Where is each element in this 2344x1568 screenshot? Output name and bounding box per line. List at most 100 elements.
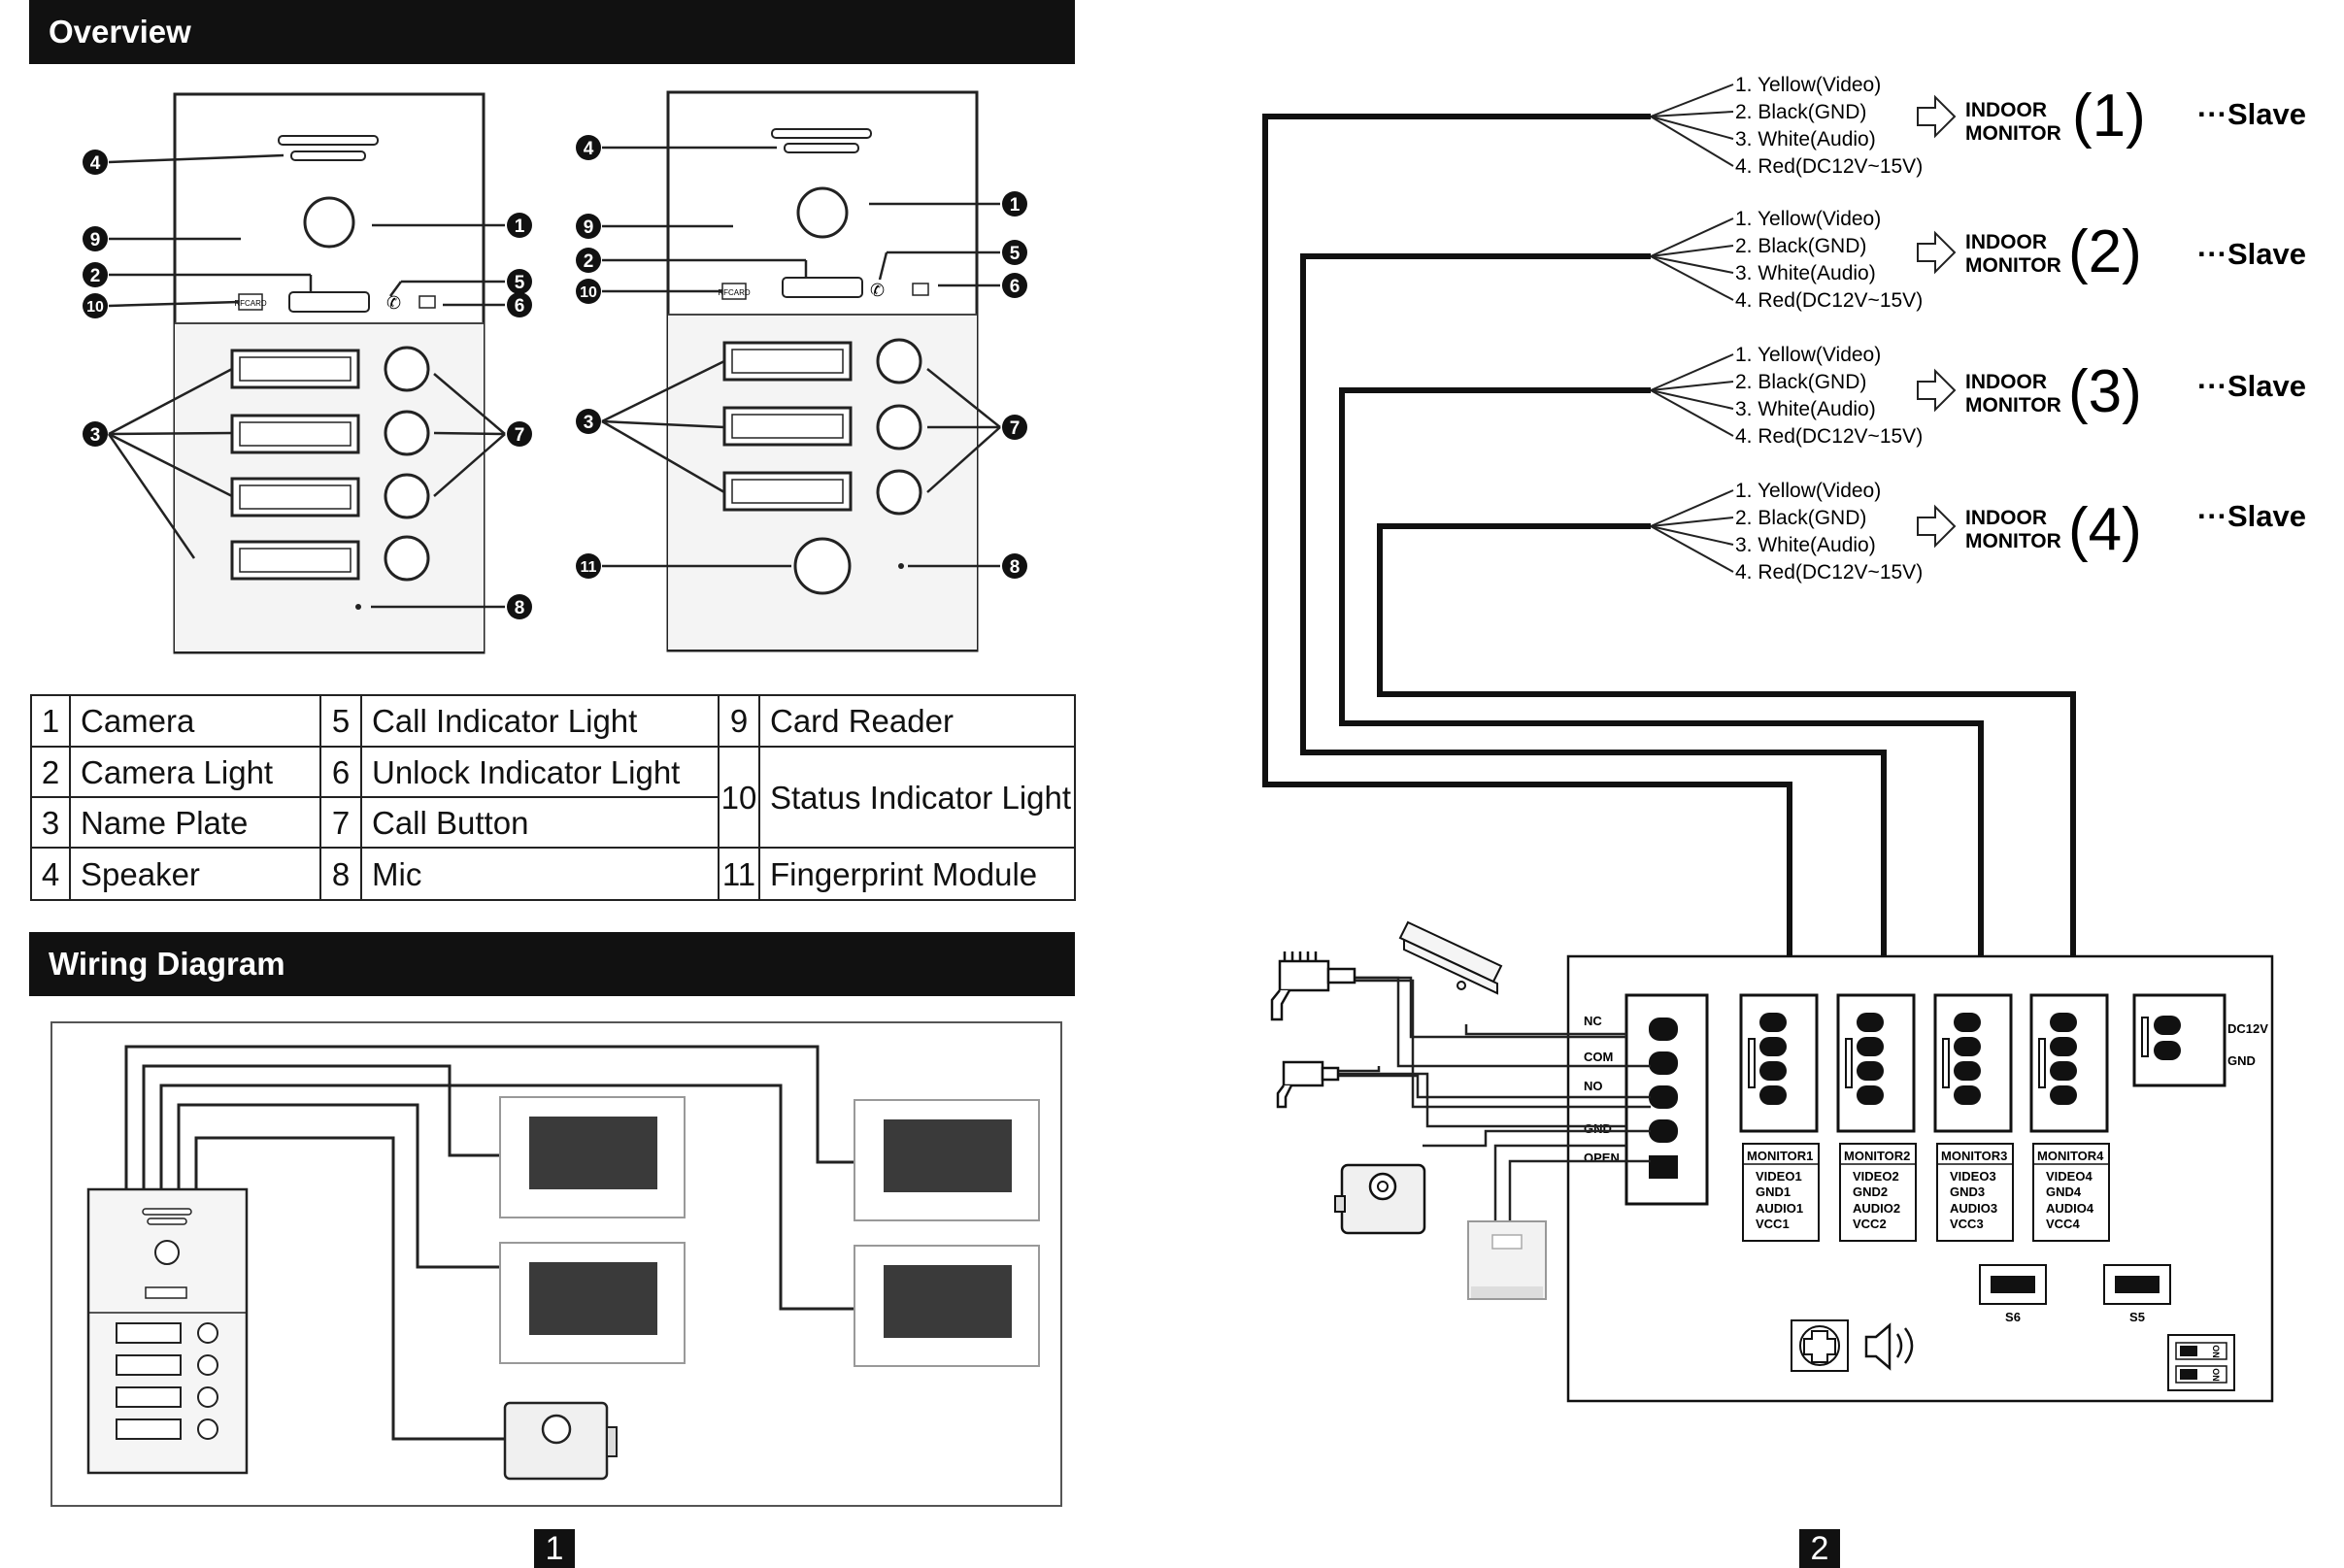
legend-number: 2 [30,746,71,798]
svg-text:VCC1: VCC1 [1756,1217,1790,1231]
svg-text:3. White(Audio): 3. White(Audio) [1735,534,1876,556]
relay-terminal-block: NC COM NO GND OPEN [1584,993,1709,1206]
svg-text:OPEN: OPEN [1584,1151,1620,1165]
legend-number: 7 [319,796,362,849]
svg-text:(1): (1) [2072,83,2146,150]
svg-text:GND1: GND1 [1756,1184,1791,1199]
svg-text:INDOOR: INDOOR [1965,231,2047,253]
svg-text:AUDIO3: AUDIO3 [1950,1201,1997,1216]
switch-s6: S6 [1979,1264,2047,1324]
svg-text:3: 3 [90,425,101,446]
svg-text:MONITOR4: MONITOR4 [2037,1149,2104,1163]
svg-text:10: 10 [86,299,104,316]
wiring-diagram-2: 1. Yellow(Video) 2. Black(GND) 3. White(… [1262,74,2306,1403]
wiring-diagram-header: Wiring Diagram [29,932,1075,996]
camera-light-icon [782,277,863,298]
legend-number: 3 [30,796,71,849]
svg-text:AUDIO2: AUDIO2 [1853,1201,1900,1216]
svg-text:3. White(Audio): 3. White(Audio) [1735,398,1876,420]
svg-text:MONITOR2: MONITOR2 [1844,1149,1910,1163]
svg-text:8: 8 [1010,557,1021,578]
svg-text:7: 7 [1010,418,1021,439]
svg-text:MONITOR3: MONITOR3 [1941,1149,2007,1163]
mic-icon [355,604,361,610]
svg-text:1: 1 [515,217,525,237]
legend-number: 1 [30,694,71,748]
svg-text:NC: NC [1584,1014,1602,1028]
svg-text:···Slave: ···Slave [2197,499,2306,533]
svg-text:NO: NO [1584,1079,1603,1093]
legend-label: Card Reader [758,694,1076,748]
monitor-terminal-3: MONITOR3 VIDEO3 GND3 AUDIO3 VCC3 [1933,993,2014,1242]
svg-text:INDOOR: INDOOR [1965,99,2047,121]
svg-text:RFCARD: RFCARD [718,288,751,297]
unlock-indicator-icon [912,283,929,296]
exit-button-icon [1467,1220,1547,1300]
svg-text:···Slave: ···Slave [2197,369,2306,403]
callout-bullets-b: 4 9 2 10 3 11 1 5 6 7 8 [576,135,1027,579]
svg-text:MONITOR: MONITOR [1965,254,2061,277]
name-plates [722,341,853,512]
volume-adjust-icon [1791,1319,1849,1372]
mic-icon [898,563,904,569]
door-panel-a: RFCARD ✆ 4 9 2 10 [83,92,532,654]
camera-icon [303,196,355,249]
svg-text:9: 9 [584,217,594,238]
legend-label: Name Plate [69,796,321,849]
monitor-terminal-4: MONITOR4 VIDEO4 GND4 AUDIO4 VCC4 [2029,993,2110,1242]
door-panel-b: RFCARD ✆ 4 9 2 [576,90,1027,652]
svg-text:7: 7 [515,425,525,446]
svg-text:2. Black(GND): 2. Black(GND) [1735,235,1866,257]
legend-number: 6 [319,746,362,798]
svg-text:S6: S6 [2005,1310,2021,1324]
svg-text:GND3: GND3 [1950,1184,1985,1199]
svg-text:6: 6 [1010,277,1021,297]
legend-label: Status Indicator Light [758,746,1076,849]
svg-text:2. Black(GND): 2. Black(GND) [1735,371,1866,393]
svg-text:AUDIO4: AUDIO4 [2046,1201,2094,1216]
svg-text:5: 5 [1010,244,1021,264]
card-reader-icon: RFCARD [718,283,751,300]
svg-text:VIDEO4: VIDEO4 [2046,1169,2093,1184]
svg-text:3: 3 [584,413,594,433]
svg-text:5: 5 [515,273,525,293]
legend-number: 8 [319,847,362,901]
camera-light-icon [288,291,370,313]
name-plates [230,349,360,581]
switch-s5: S5 [2103,1264,2171,1324]
svg-text:GND: GND [1584,1121,1612,1136]
legend-number: 4 [30,847,71,901]
svg-text:ON: ON [2211,1345,2221,1358]
svg-text:10: 10 [580,284,597,301]
svg-text:4. Red(DC12V~15V): 4. Red(DC12V~15V) [1735,155,1923,178]
svg-text:1. Yellow(Video): 1. Yellow(Video) [1735,480,1881,502]
svg-text:DC12V: DC12V [2227,1021,2268,1036]
svg-text:···Slave: ···Slave [2197,97,2306,131]
svg-text:VIDEO2: VIDEO2 [1853,1169,1899,1184]
svg-text:2: 2 [90,266,101,286]
svg-text:GND4: GND4 [2046,1184,2082,1199]
power-terminal: DC12V GND [2132,993,2268,1087]
monitor-wire-group-1: 1. Yellow(Video) 2. Black(GND) 3. White(… [1650,74,2306,178]
call-buttons [384,346,430,582]
svg-text:MONITOR: MONITOR [1965,122,2061,145]
svg-text:9: 9 [90,230,101,250]
svg-text:(4): (4) [2068,496,2142,563]
electric-lock-icon [503,1401,618,1481]
svg-text:AUDIO1: AUDIO1 [1756,1201,1803,1216]
legend-label: Mic [360,847,720,901]
svg-text:4. Red(DC12V~15V): 4. Red(DC12V~15V) [1735,289,1923,312]
monitor-wire-group-2: 1. Yellow(Video) 2. Black(GND) 3. White(… [1650,208,2306,312]
card-reader-icon: RFCARD [234,293,267,311]
legend-label: Call Indicator Light [360,694,720,748]
overview-header: Overview [29,0,1075,64]
arrow-right-icon [1917,230,1957,275]
legend-label: Camera [69,694,321,748]
svg-text:1. Yellow(Video): 1. Yellow(Video) [1735,74,1881,96]
speaker-icon [278,135,379,161]
svg-text:COM: COM [1584,1050,1613,1064]
legend-number: 5 [319,694,362,748]
svg-text:MONITOR: MONITOR [1965,394,2061,417]
indoor-monitor [854,1099,1040,1221]
call-indicator-icon: ✆ [386,293,401,313]
